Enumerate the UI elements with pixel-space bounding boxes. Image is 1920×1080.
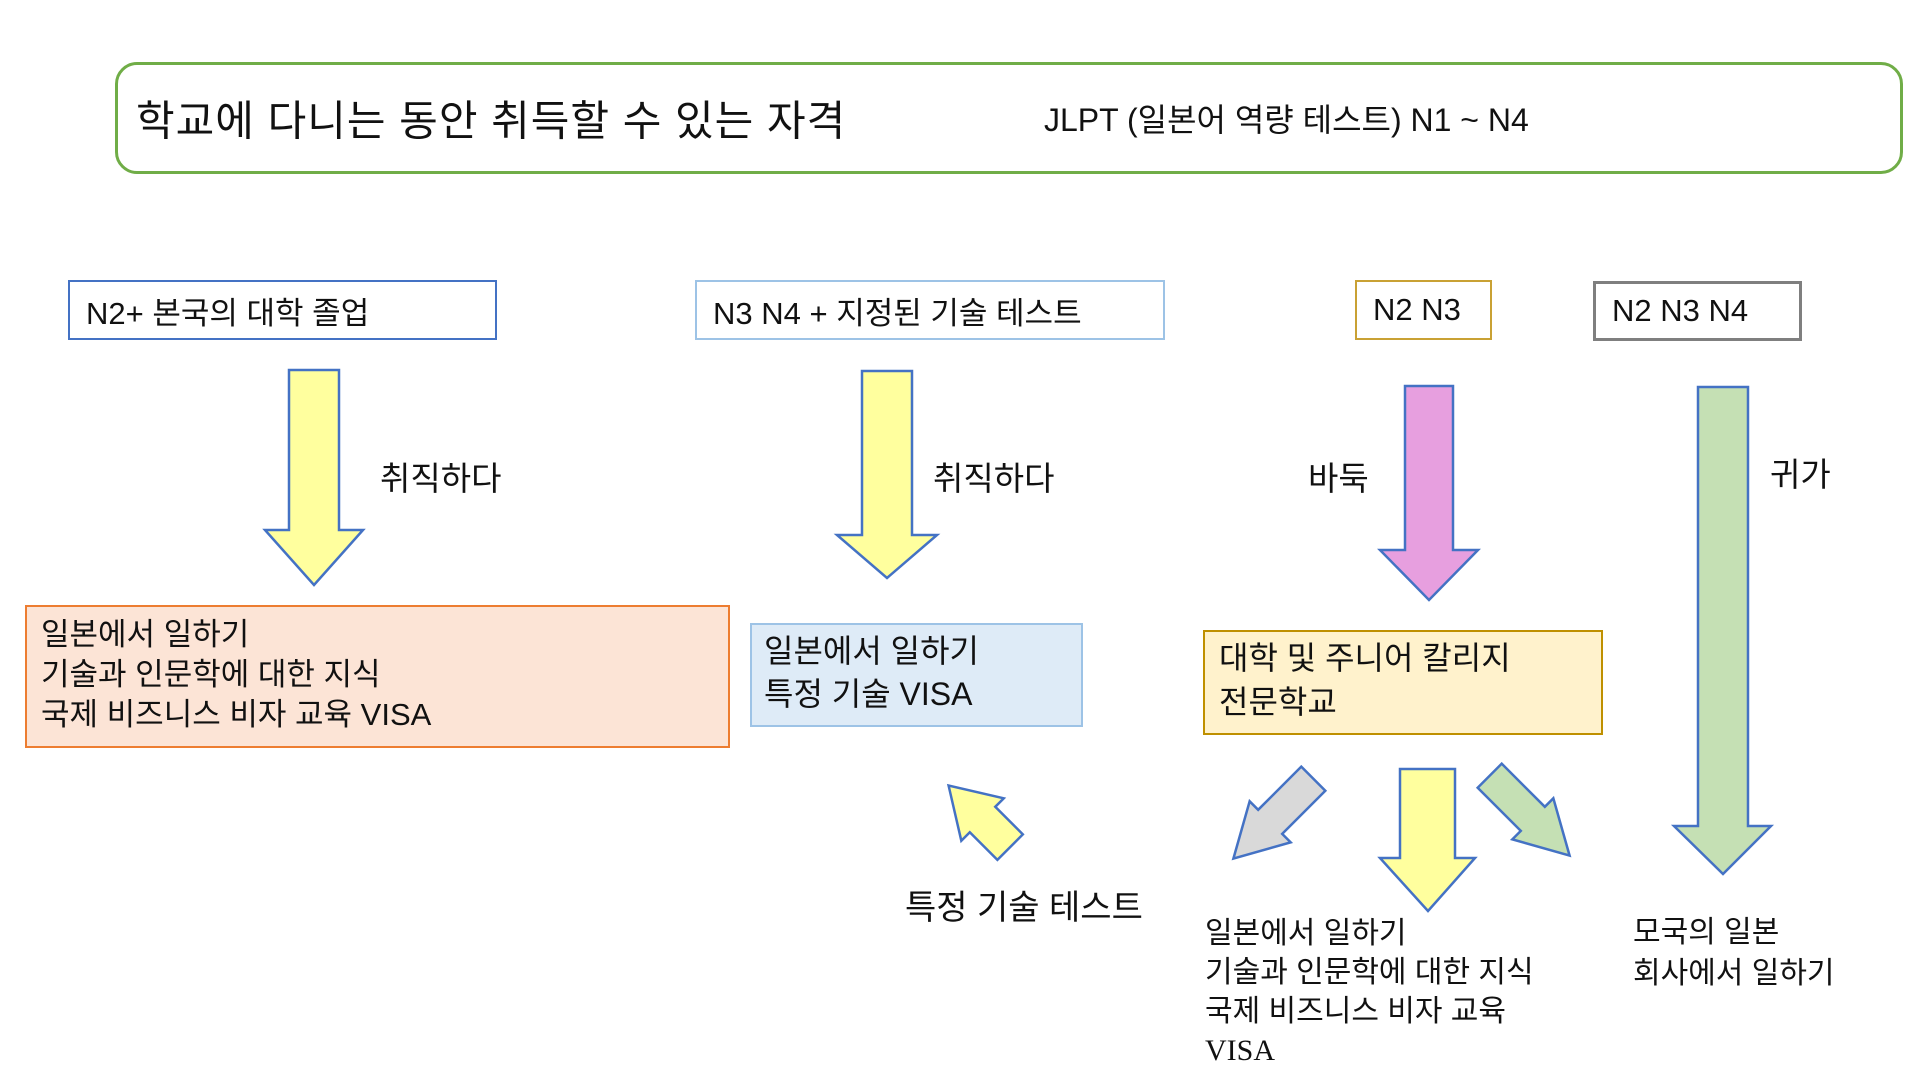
arrow-shape-green xyxy=(1670,385,1775,876)
up-left-arrow-skill-test xyxy=(946,783,1025,862)
arrow-shape-yellow xyxy=(1377,767,1478,913)
arrow-shape-yellow xyxy=(833,369,941,580)
arrow-label-advance: 바둑 xyxy=(1308,460,1369,497)
result-box-work-japan-humanities: 일본에서 일하기 기술과 인문학에 대한 지식 국제 비즈니스 비자 교육 VI… xyxy=(25,605,730,748)
outcome-line: 기술과 인문학에 대한 지식 xyxy=(1205,956,1534,989)
outcome-text-japanese-company-home: 모국의 일본 회사에서 일하기 xyxy=(1633,912,1835,994)
result-line: 일본에서 일하기 xyxy=(41,617,250,652)
outcome-line: 국제 비즈니스 비자 교육 xyxy=(1205,995,1507,1028)
arrow-shape-yellow xyxy=(262,368,366,587)
arrow-shape-pink xyxy=(1377,384,1481,602)
outcome-text-work-japan: 일본에서 일하기 기술과 인문학에 대한 지식 국제 비즈니스 비자 교육 VI… xyxy=(1205,914,1534,1070)
school-line: 대학 및 주니어 칼리지 xyxy=(1219,640,1511,676)
title-box: 학교에 다니는 동안 취득할 수 있는 자격 JLPT (일본어 역량 테스트)… xyxy=(115,62,1903,174)
arrow-label-get-job-1: 취직하다 xyxy=(380,460,502,497)
down-arrow-col3-yellow xyxy=(1377,767,1478,913)
header-box-n2n3: N2 N3 xyxy=(1355,280,1492,340)
arrow-label-get-job-2: 취직하다 xyxy=(933,460,1055,497)
outcome-line-visa: VISA xyxy=(1205,1034,1276,1067)
arrow-shape-yellow xyxy=(946,783,1025,862)
down-arrow-col4-green xyxy=(1670,385,1775,876)
result-line: 국제 비즈니스 비자 교육 VISA xyxy=(41,697,432,732)
arrow-label-return-home: 귀가 xyxy=(1770,456,1831,493)
down-arrow-col2 xyxy=(833,369,941,580)
header-box-n2-university: N2+ 본국의 대학 졸업 xyxy=(68,280,497,340)
down-left-arrow-gray xyxy=(1231,764,1328,861)
school-box-university-college: 대학 및 주니어 칼리지 전문학교 xyxy=(1203,630,1603,735)
result-box-specified-skill-visa: 일본에서 일하기 특정 기술 VISA xyxy=(750,623,1083,727)
result-line: 일본에서 일하기 xyxy=(764,633,979,669)
arrow-shape-gray xyxy=(1231,764,1328,861)
page-title: 학교에 다니는 동안 취득할 수 있는 자격 xyxy=(136,97,847,145)
down-right-arrow-green xyxy=(1475,761,1572,858)
arrow-shape-green xyxy=(1475,761,1572,858)
outcome-line: 일본에서 일하기 xyxy=(1205,917,1407,950)
down-arrow-col3-pink xyxy=(1377,384,1481,602)
jlpt-subtitle: JLPT (일본어 역량 테스트) N1 ~ N4 xyxy=(1044,102,1529,138)
header-box-n2n3n4: N2 N3 N4 xyxy=(1593,281,1802,341)
header-box-n3n4-skill-test: N3 N4 + 지정된 기술 테스트 xyxy=(695,280,1165,340)
down-arrow-col1 xyxy=(262,368,366,587)
result-line: 기술과 인문학에 대한 지식 xyxy=(41,657,381,692)
label-specified-skill-test: 특정 기술 테스트 xyxy=(905,889,1143,927)
school-line: 전문학교 xyxy=(1219,684,1337,720)
outcome-line: 모국의 일본 xyxy=(1633,916,1780,949)
outcome-line: 회사에서 일하기 xyxy=(1633,957,1835,990)
result-line: 특정 기술 VISA xyxy=(764,676,973,712)
